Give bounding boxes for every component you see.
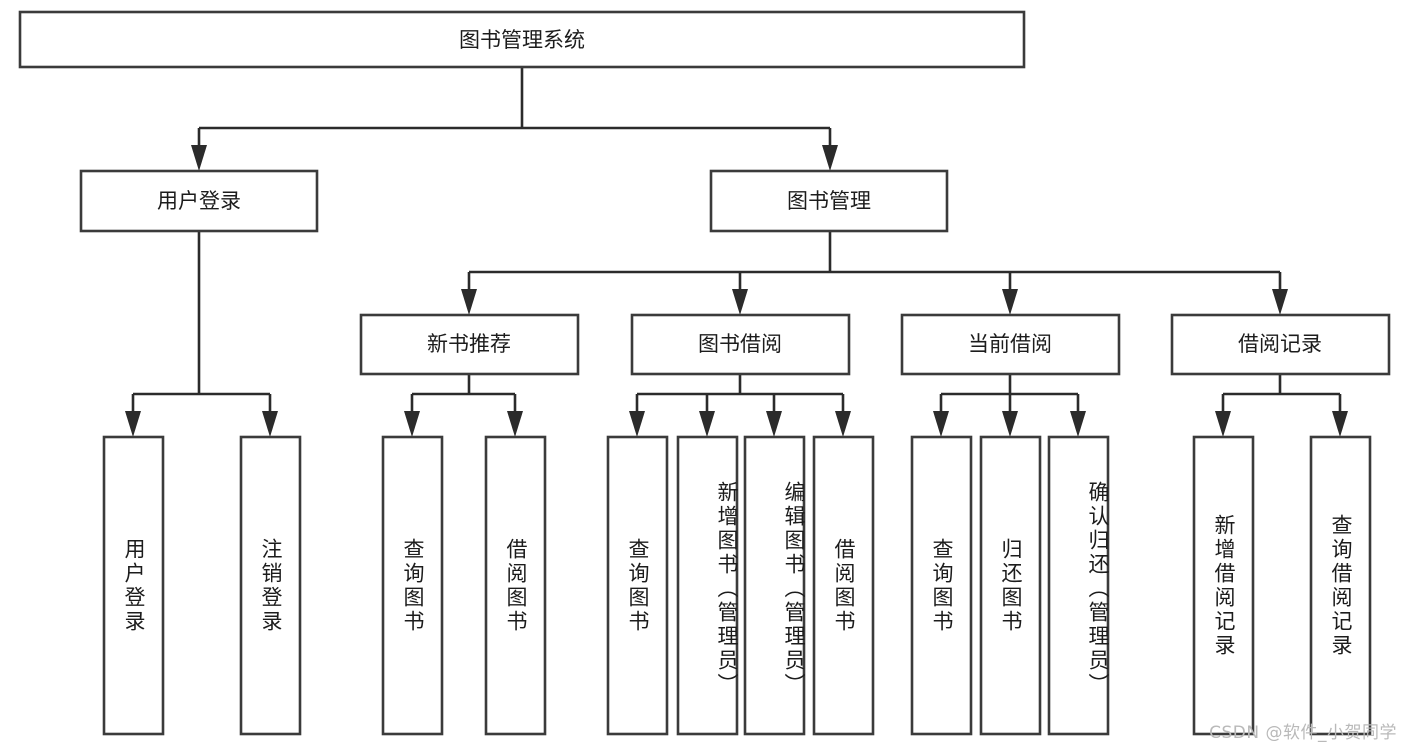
arrowhead-leaf3	[404, 411, 420, 437]
node-book-management[interactable]: 图书管理	[709, 169, 949, 233]
node-current-borrow-label: 当前借阅	[968, 332, 1052, 356]
leaf-box-user-login[interactable]	[102, 435, 165, 736]
node-book-management-box[interactable]	[709, 169, 949, 233]
connectors-login-to-leaves	[125, 231, 278, 437]
node-new-book-recommend-label: 新书推荐	[427, 332, 511, 356]
leaf-box-return-book[interactable]	[979, 435, 1042, 736]
arrowhead-newbook	[461, 289, 477, 315]
node-book-borrow-label: 图书借阅	[698, 332, 782, 356]
leaf-box-add-book-admin[interactable]	[676, 435, 739, 736]
node-current-borrow-box[interactable]	[900, 313, 1121, 376]
node-book-borrow-box[interactable]	[630, 313, 851, 376]
arrowhead-login	[191, 145, 207, 171]
arrowhead-leaf4	[507, 411, 523, 437]
leaf-box-query-borrow-record[interactable]	[1309, 435, 1372, 736]
leaf-box-borrow-book-2[interactable]	[812, 435, 875, 736]
node-new-book-recommend-box[interactable]	[359, 313, 580, 376]
node-user-login-label: 用户登录	[157, 189, 241, 213]
node-new-book-recommend[interactable]: 新书推荐	[359, 313, 580, 376]
arrowhead-leaf13	[1332, 411, 1348, 437]
arrowhead-leaf1	[125, 411, 141, 437]
arrowhead-leaf10	[1002, 411, 1018, 437]
node-book-borrow[interactable]: 图书借阅	[630, 313, 851, 376]
leaf-box-query-book-2[interactable]	[606, 435, 669, 736]
node-borrow-records[interactable]: 借阅记录	[1170, 313, 1391, 376]
node-current-borrow[interactable]: 当前借阅	[900, 313, 1121, 376]
arrowhead-leaf7	[766, 411, 782, 437]
leaf-box-confirm-return-admin[interactable]	[1047, 435, 1110, 736]
node-root-label: 图书管理系统	[459, 28, 585, 52]
leaf-box-logout[interactable]	[239, 435, 302, 736]
arrowhead-leaf12	[1215, 411, 1231, 437]
node-root-box[interactable]	[18, 10, 1026, 69]
arrowhead-leaf8	[835, 411, 851, 437]
connectors-root-to-level2	[191, 67, 838, 171]
connectors-records-to-leaves	[1215, 374, 1348, 437]
connectors-newbook-to-leaves	[404, 374, 523, 437]
node-root[interactable]: 图书管理系统	[18, 10, 1026, 69]
arrowhead-borrow	[732, 289, 748, 315]
leaf-box-borrow-book-1[interactable]	[484, 435, 547, 736]
leaf-box-edit-book-admin[interactable]	[743, 435, 806, 736]
arrowhead-leaf6	[699, 411, 715, 437]
node-borrow-records-box[interactable]	[1170, 313, 1391, 376]
node-book-management-label: 图书管理	[787, 189, 871, 213]
arrowhead-current	[1002, 289, 1018, 315]
csdn-watermark: CSDN @软件_小贺同学	[1209, 723, 1397, 743]
leaf-box-query-book-3[interactable]	[910, 435, 973, 736]
arrowhead-leaf11	[1070, 411, 1086, 437]
node-user-login-box[interactable]	[79, 169, 319, 233]
leaf-boxes	[102, 435, 1372, 736]
leaf-box-query-book-1[interactable]	[381, 435, 444, 736]
connectors-bookmgmt-to-level3	[461, 231, 1288, 315]
arrowhead-leaf5	[629, 411, 645, 437]
leaf-box-add-borrow-record[interactable]	[1192, 435, 1255, 736]
node-user-login[interactable]: 用户登录	[79, 169, 319, 233]
arrowhead-bookmgmt	[822, 145, 838, 171]
connectors-current-to-leaves	[933, 374, 1086, 437]
arrowhead-records	[1272, 289, 1288, 315]
arrowhead-leaf2	[262, 411, 278, 437]
connectors-borrow-to-leaves	[629, 374, 851, 437]
arrowhead-leaf9	[933, 411, 949, 437]
node-borrow-records-label: 借阅记录	[1238, 332, 1322, 356]
